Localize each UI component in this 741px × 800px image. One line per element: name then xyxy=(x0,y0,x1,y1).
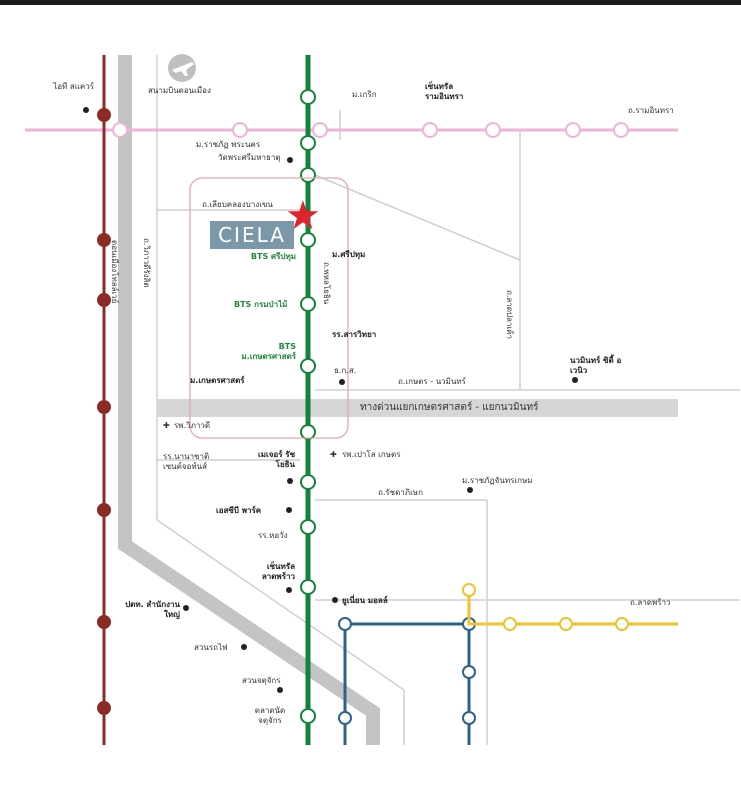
label-baac: ธ.ก.ส. xyxy=(334,366,357,375)
project-star-icon: ★ xyxy=(285,193,321,239)
label-phahonyothin-rd: ถ.พหลโยธิน xyxy=(322,262,331,305)
srt-red-line xyxy=(97,55,111,745)
label-sc-park: เอสซีบี พาร์ค xyxy=(216,506,262,515)
yellow-line xyxy=(462,583,678,631)
label-mor-krik: ม.เกริก xyxy=(352,90,377,99)
label-kaset-nawamin-rd: ถ.เกษตร - นวมินทร์ xyxy=(398,377,466,386)
label-chatuchak-market: ตลาดนัด จตุจักร xyxy=(254,706,286,725)
label-rajabhat-chandrakasem: ม.ราชภัฏจันทรเกษม xyxy=(462,476,533,485)
label-sripatum-univ: ม.ศรีปทุม xyxy=(332,250,366,259)
label-lat-pla-khao-rd: ถ.ลาดปลาเค้า xyxy=(505,290,514,340)
label-paolo-kaset-hosp: รพ.เปาโล เกษตร xyxy=(342,450,401,459)
label-expressway: ทางด่วนแยกเกษตรศาสตร์ - แยกนวมินทร์ xyxy=(360,402,539,413)
label-don-muang-tollway: ดอนเมืองโทลล์เวย์ xyxy=(110,240,119,304)
bts-green-line xyxy=(300,55,316,745)
poi-dots xyxy=(83,107,578,693)
hospital-cross-icon: ✚ xyxy=(163,421,170,430)
label-ptt-hq: ปตท. สำนักงานใหญ่ xyxy=(125,600,180,619)
label-kaset-univ: ม.เกษตรศาสตร์ xyxy=(190,376,245,385)
project-name-box: CIELA xyxy=(210,221,294,249)
label-rajabhat-phranakhon: ม.ราชภัฏ พระนคร xyxy=(196,140,261,149)
label-bts-sripatum: BTS ศรีปทุม xyxy=(250,252,296,261)
label-intl-school: รร.นานาชาติ เซนต์จอห์นส์ xyxy=(163,452,210,471)
expressway-road xyxy=(157,399,678,417)
airplane-icon xyxy=(168,54,196,82)
label-it-square: ไอที สแควร์ xyxy=(53,82,94,91)
label-sarawittaya: รร.สารวิทยา xyxy=(332,330,377,339)
label-wat-phra-sri: วัดพระศรีมหาธาตุ xyxy=(218,153,281,162)
mrt-blue-line xyxy=(338,617,476,745)
hospital-cross-icon: ✚ xyxy=(330,450,337,459)
label-ramindra-rd: ถ.รามอินทรา xyxy=(628,106,674,115)
label-bangkhen-canal-rd: ถ.เลียบคลองบางเขน xyxy=(202,200,273,209)
top-border xyxy=(0,0,741,5)
label-union-mall: ยูเนี่ยน มอลล์ xyxy=(342,596,388,605)
project-area-box xyxy=(189,177,349,439)
label-bts-kasetsart: BTS ม.เกษตรศาสตร์ xyxy=(241,342,296,361)
label-horwang: รร.หอวัง xyxy=(258,531,288,540)
label-central-ramindra: เซ็นทรัล รามอินทรา xyxy=(425,82,464,101)
label-vibhavadi-rd: ถ.วิภาวดีรังสิต xyxy=(142,238,151,288)
label-bts-royal-forest: BTS กรมป่าไม้ xyxy=(234,300,288,309)
label-vibhavadi-hosp: รพ.วิภาวดี xyxy=(174,421,211,430)
label-ladprao-rd: ถ.ลาดพร้าว xyxy=(630,598,671,607)
don-muang-tollway-road xyxy=(118,55,380,745)
label-nawamin-city: นวมินทร์ ซิตี้ อเวนิว xyxy=(570,356,622,375)
label-don-muang-airport: สนามบินดอนเมือง xyxy=(148,86,211,95)
label-ratchadaphisek-rd: ถ.รัชดาภิเษก xyxy=(378,488,423,497)
pink-line xyxy=(25,122,678,138)
label-major-ratchayothin: เมเจอร์ รัชโยธิน xyxy=(257,450,295,469)
label-central-ladprao: เซ็นทรัล ลาดพร้าว xyxy=(261,562,295,581)
label-rot-fai-park: สวนรถไฟ xyxy=(194,643,228,652)
label-chatuchak-park: สวนจตุจักร xyxy=(242,676,281,685)
